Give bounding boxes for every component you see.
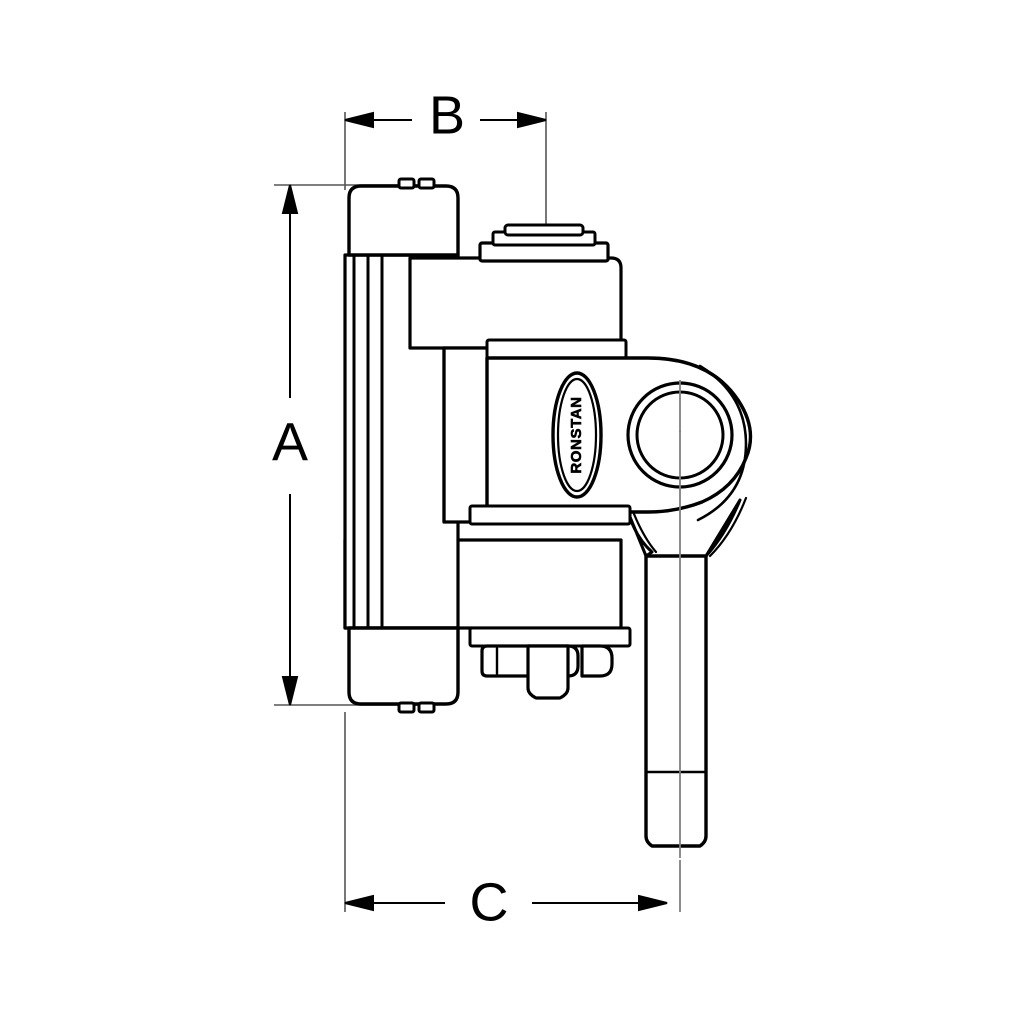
top-cap-tab-right: [417, 177, 436, 190]
bottom-cap-tab-right: [417, 701, 436, 714]
dimension-a-label: A: [272, 412, 308, 472]
stud-top-step: [503, 223, 585, 237]
release-pin-right-barrel: [580, 644, 614, 678]
dimension-b-arrow-right: [517, 111, 547, 129]
ronstan-badge-inner-oval: [556, 377, 598, 493]
dimension-c-arrow-left: [344, 894, 374, 912]
upper-stud-boss: [478, 223, 610, 263]
dimension-b: B: [344, 85, 547, 145]
dimension-a: A: [272, 184, 308, 706]
release-pin: [480, 644, 614, 700]
dimension-c-arrow-right: [638, 894, 668, 912]
dimension-a-arrow-up: [281, 184, 299, 214]
ronstan-badge: RONSTAN: [551, 371, 603, 499]
swivel-connector-plate: [485, 338, 628, 360]
dimension-c: C: [344, 872, 668, 932]
lower-housing-collar: [468, 626, 632, 648]
release-plunger: [526, 644, 570, 700]
connector-plate-lower: [468, 504, 632, 526]
bottom-end-cap: [347, 626, 460, 714]
swivel-head-inner-contour: [696, 364, 748, 522]
top-end-cap: [347, 177, 460, 257]
product-geometry: [343, 177, 753, 848]
connector-plate-lower-rect: [468, 504, 632, 526]
lower-collar-rect: [468, 626, 632, 648]
dimension-b-arrow-left: [344, 111, 374, 129]
dimension-c-label: C: [470, 872, 509, 932]
upper-housing: [408, 256, 623, 350]
dimension-a-arrow-down: [281, 676, 299, 706]
connector-plate-upper: [485, 338, 628, 360]
shackle-shank: [644, 554, 708, 848]
dimension-b-label: B: [429, 85, 465, 145]
track-grooves: [352, 254, 384, 629]
ronstan-badge-text: RONSTAN: [568, 396, 585, 473]
top-cap-tab-left: [397, 177, 416, 190]
bottom-cap-tab-left: [397, 701, 416, 714]
